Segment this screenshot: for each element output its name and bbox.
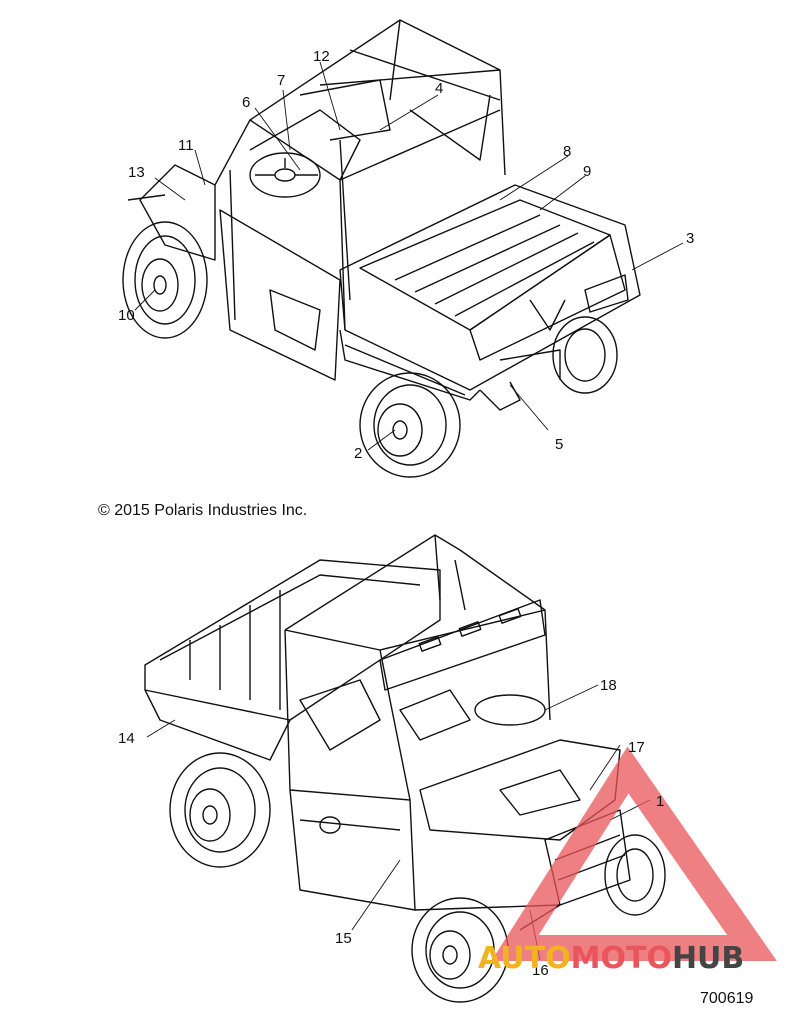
callout-16: 16 [532,962,549,979]
wheel-front-right-bottom [604,834,666,916]
watermark-text: AUTOMOTOHUB [478,944,744,974]
watermark-logo-icon [491,746,777,961]
callout-7: 7 [277,72,285,89]
callout-13: 13 [128,164,145,181]
callout-6: 6 [242,94,250,111]
callout-17: 17 [628,739,645,756]
watermark-part-moto: MOTO [570,941,672,976]
callout-10: 10 [118,307,135,324]
wheel-rear-left-bottom [169,752,271,868]
callout-1: 1 [656,793,664,810]
wheel-rear-left [359,372,461,478]
wheel-front-left [122,221,208,339]
callout-8: 8 [563,143,571,160]
callout-18: 18 [600,677,617,694]
callout-3: 3 [686,230,694,247]
callout-4: 4 [435,80,443,97]
callout-14: 14 [118,730,135,747]
callout-5: 5 [555,436,563,453]
vehicle-front-view [144,534,666,1003]
callout-9: 9 [583,163,591,180]
callout-15: 15 [335,930,352,947]
callout-labels: 12 7 6 4 11 13 8 9 3 10 2 5 18 14 17 1 1… [118,48,694,979]
watermark-part-auto: AUTO [478,941,571,976]
vehicle-rear-view [122,19,684,478]
copyright-notice: © 2015 Polaris Industries Inc. [98,502,308,519]
callout-11: 11 [178,137,194,154]
wheel-rear-right [552,316,618,394]
watermark-part-hub: HUB [671,941,745,976]
callout-2: 2 [354,445,362,462]
diagram-number: 700619 [700,990,754,1007]
callout-12: 12 [313,48,330,65]
